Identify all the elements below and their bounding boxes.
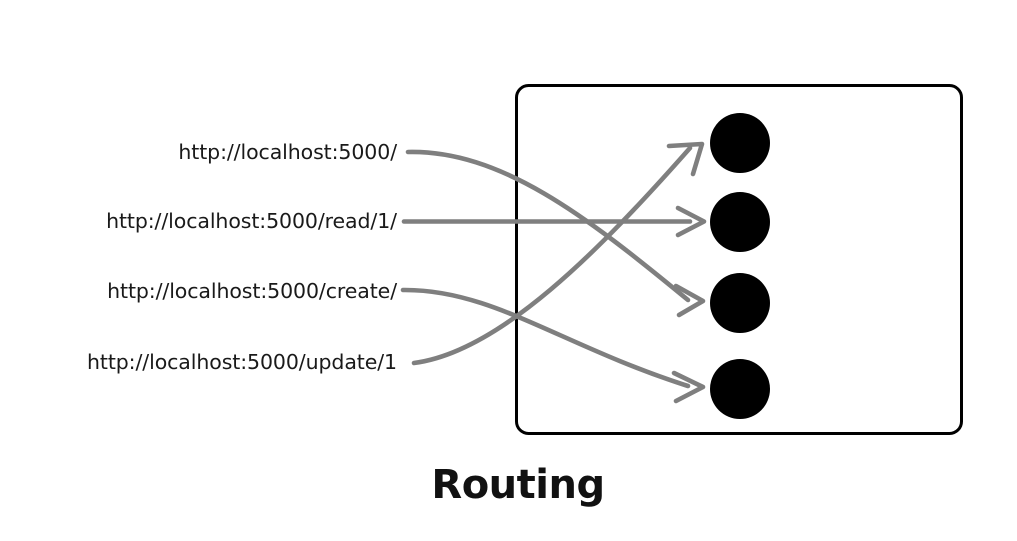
diagram-title: Routing xyxy=(431,462,605,508)
arrowhead-update xyxy=(666,141,705,177)
endpoint-node-1[interactable] xyxy=(710,113,770,173)
endpoint-node-4[interactable] xyxy=(710,359,770,419)
endpoint-node-3[interactable] xyxy=(710,273,770,333)
router-container-box xyxy=(515,84,963,435)
connection-read-to-node-2 xyxy=(401,205,707,238)
request-url-create: http://localhost:5000/create/ xyxy=(107,279,397,303)
request-url-root: http://localhost:5000/ xyxy=(178,140,397,164)
arrowhead-create xyxy=(671,370,706,404)
connection-root-to-node-3 xyxy=(405,149,706,318)
connection-update-to-node-1 xyxy=(411,141,705,366)
arrowhead-root xyxy=(673,283,706,318)
connection-create-to-node-4 xyxy=(400,287,706,404)
endpoint-node-2[interactable] xyxy=(710,192,770,252)
arrowhead-read xyxy=(675,205,707,238)
request-url-update: http://localhost:5000/update/1 xyxy=(87,350,397,374)
request-url-read: http://localhost:5000/read/1/ xyxy=(106,209,397,233)
